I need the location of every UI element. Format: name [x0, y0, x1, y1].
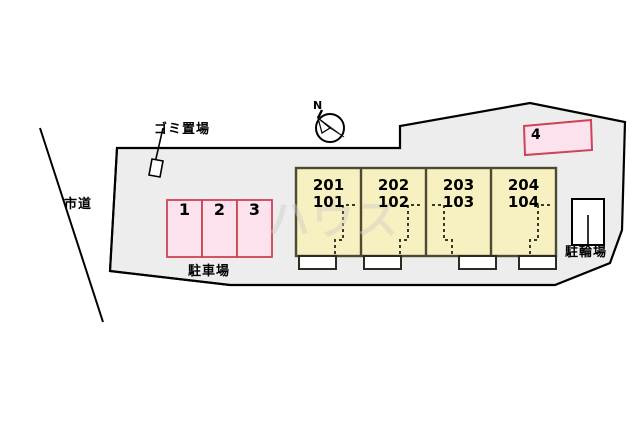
unit-entrance-2: [363, 255, 402, 270]
unit-dashed-partition-2: [399, 204, 420, 256]
unit-202-label: 202: [377, 176, 410, 194]
trash-enclosure-icon: [148, 158, 164, 178]
apartment-building: [294, 166, 558, 270]
unit-entrance-3: [458, 255, 497, 270]
unit-102-label: 102: [377, 193, 410, 211]
parking-stall-2-label: 2: [213, 200, 226, 219]
parking-stall-4-label: 4: [531, 127, 541, 143]
parking-stall-group: [166, 199, 273, 258]
unit-104-label: 104: [507, 193, 540, 211]
parking-area-label: 駐車場: [188, 264, 231, 279]
parking-stall-1-label: 1: [178, 200, 191, 219]
parking-stall-4[interactable]: [522, 118, 594, 157]
parking-stall-1[interactable]: [166, 199, 203, 258]
road-edge-line-inner: [109, 147, 118, 272]
unit-dashed-partition-1: [334, 204, 355, 256]
road-edge-line-outer: [39, 127, 104, 323]
compass-rose: [315, 109, 345, 143]
unit-dashed-partition-3: [432, 204, 453, 256]
unit-entrance-1: [298, 255, 337, 270]
bicycle-parking-area[interactable]: [571, 198, 605, 246]
unit-201-label: 201: [312, 176, 345, 194]
parking-stall-3[interactable]: [236, 199, 273, 258]
unit-entrance-4: [518, 255, 557, 270]
trash-area-label: ゴミ置場: [154, 122, 211, 137]
bicycle-parking-label: 駐輪場: [565, 245, 608, 260]
compass-north-label: N: [313, 99, 323, 112]
unit-103-label: 103: [442, 193, 475, 211]
parking-stall-3-label: 3: [248, 200, 261, 219]
unit-dashed-partition-4: [529, 204, 550, 256]
unit-204-label: 204: [507, 176, 540, 194]
unit-101-label: 101: [312, 193, 345, 211]
city-road-label: 市道: [64, 197, 93, 212]
unit-203-label: 203: [442, 176, 475, 194]
lot-bottom-edge-extension: [109, 270, 231, 286]
